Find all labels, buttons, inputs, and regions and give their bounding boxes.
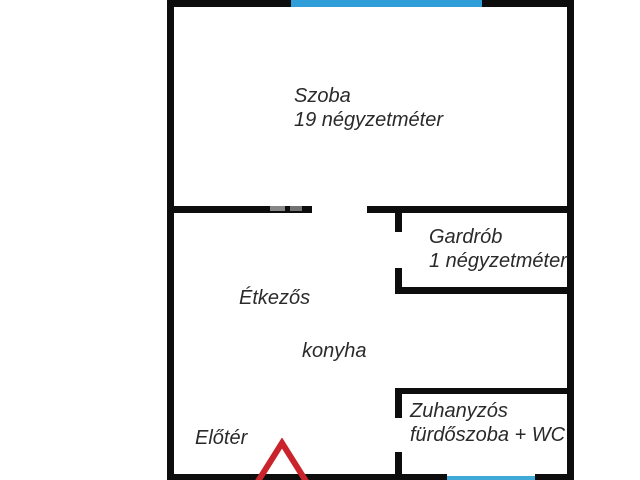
wall-bathroom-top: [395, 388, 574, 394]
entrance-arrow-icon: [255, 438, 309, 480]
room-label-konyha: konyha: [302, 340, 367, 362]
window-bottom-gap: [447, 473, 535, 476]
room-label-furdoszoba-1: Zuhanyzós: [410, 400, 508, 422]
room-label-etkezo: Étkezős: [239, 287, 311, 309]
room-label-furdoszoba-2: fürdőszoba + WC: [410, 424, 566, 446]
room-area-gardrob: 1 négyzetméter: [429, 250, 567, 272]
wall-gardrob-left-upper: [395, 213, 402, 232]
wall-outer-top-left: [167, 0, 291, 7]
wall-gardrob-left-lower: [395, 268, 402, 294]
wall-szoba-bottom-right: [367, 206, 574, 213]
room-label-gardrob: Gardrób: [429, 226, 503, 248]
watermark-artifact: [290, 206, 302, 211]
wall-outer-bottom: [167, 474, 574, 480]
entrance-arrow-outline: [255, 438, 309, 480]
window-bottom: [447, 476, 535, 480]
window-top: [291, 0, 482, 7]
watermark-artifact: [270, 206, 285, 211]
room-area-szoba: 19 négyzetméter: [294, 109, 443, 131]
wall-bathroom-left-lower: [395, 452, 402, 480]
wall-outer-right: [567, 0, 574, 480]
wall-outer-left: [167, 0, 174, 480]
wall-gardrob-bottom: [395, 287, 574, 294]
wall-szoba-bottom-left: [167, 206, 312, 213]
wall-outer-top-right: [482, 0, 574, 7]
room-label-szoba: Szoba: [294, 85, 351, 107]
wall-bathroom-left-upper: [395, 394, 402, 418]
room-label-eloter: Előtér: [195, 427, 248, 449]
